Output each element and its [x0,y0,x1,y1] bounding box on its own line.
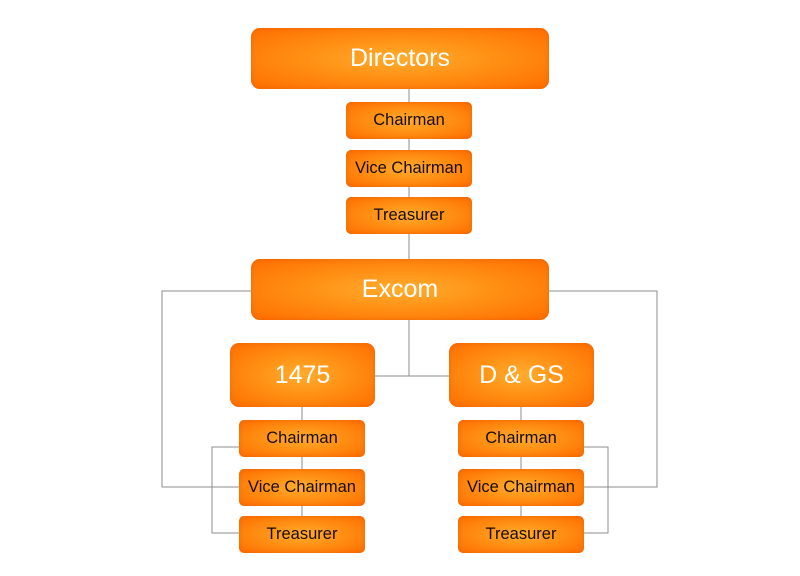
node-label: Treasurer [373,206,445,224]
connector-excom-left-bracket [161,290,251,488]
node-label: Chairman [266,429,338,447]
node-group-1475: 1475 [230,343,375,407]
node-dgs-chairman: Chairman [458,420,584,457]
node-label: Chairman [373,111,445,129]
node-directors-vice-chairman: Vice Chairman [346,150,472,187]
node-directors-chairman: Chairman [346,102,472,139]
node-1475-chairman: Chairman [239,420,365,457]
node-excom: Excom [251,259,549,320]
node-label: Treasurer [266,525,338,543]
node-group-dgs: D & GS [449,343,594,407]
connector-1475-inner-bracket [211,446,239,534]
node-excom-label: Excom [361,275,439,303]
node-1475-treasurer: Treasurer [239,516,365,553]
node-directors-treasurer: Treasurer [346,197,472,234]
node-label: Vice Chairman [355,159,463,177]
node-directors-label: Directors [349,44,450,72]
connector-excom-right-bracket [549,290,658,488]
node-label: Treasurer [485,525,557,543]
node-directors: Directors [251,28,549,89]
node-dgs-vice-chairman: Vice Chairman [458,469,584,506]
node-group-label: D & GS [479,360,564,389]
node-label: Chairman [485,429,557,447]
node-group-label: 1475 [274,360,331,389]
connector-dgs-inner-bracket [584,446,609,534]
node-dgs-treasurer: Treasurer [458,516,584,553]
node-1475-vice-chairman: Vice Chairman [239,469,365,506]
node-label: Vice Chairman [248,478,356,496]
node-label: Vice Chairman [467,478,575,496]
